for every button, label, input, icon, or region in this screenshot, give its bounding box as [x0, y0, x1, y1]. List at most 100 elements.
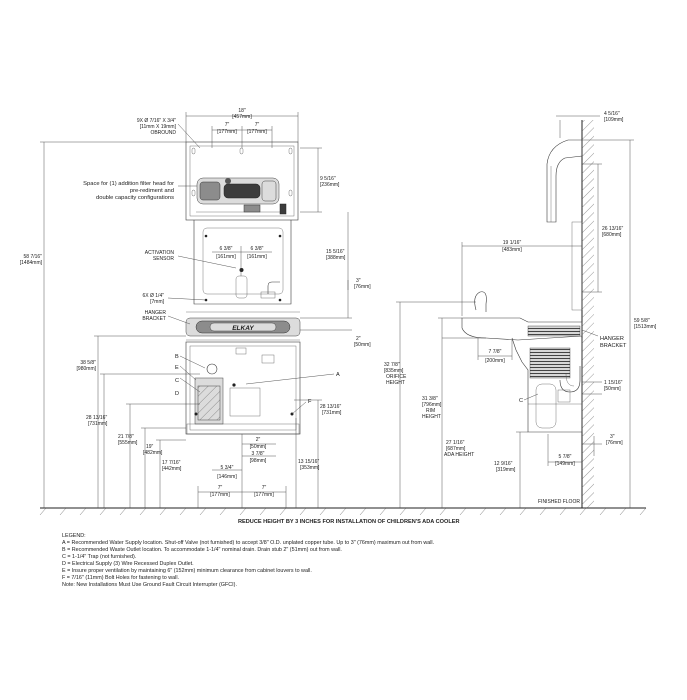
activation-sensor	[235, 268, 280, 299]
dim-depth-mm: [483mm]	[502, 247, 522, 253]
letter-e: E	[175, 365, 179, 371]
dim-h28-right: 28 13/16"	[320, 404, 341, 410]
legend-item-d: D = Electrical Supply (3) Wire Recessed …	[62, 561, 194, 567]
children-ada-note: REDUCE HEIGHT BY 3 INCHES FOR INSTALLATI…	[238, 519, 460, 525]
dim-overall-width-mm: [457mm]	[232, 114, 252, 120]
legend-title: LEGEND:	[62, 533, 86, 539]
rim-label-1: RIM	[426, 408, 435, 414]
orifice-label-2: HEIGHT	[386, 380, 405, 386]
dim-h38-mm: [980mm]	[77, 366, 97, 372]
dim-top-depth-mm: [109mm]	[604, 117, 624, 123]
waste-outlet	[206, 363, 218, 375]
dim-w78-mm: [200mm]	[485, 358, 505, 364]
finished-floor-label: FINISHED FLOOR	[538, 499, 580, 505]
wall	[581, 120, 594, 508]
dim-top-depth: 4 5/16"	[604, 111, 620, 117]
knockout-label-2: [11mm X 19mm]	[140, 124, 177, 130]
letter-a: A	[336, 372, 340, 378]
dim-bottom-left-mm: [177mm]	[210, 492, 230, 498]
dim-total-height: 59 5/8"	[634, 318, 650, 324]
dim-bottom-right: 7"	[262, 485, 267, 491]
dim-w53-mm: [146mm]	[217, 474, 237, 480]
legend-item-f: F = 7/16" (11mm) Bolt Holes for fastenin…	[62, 575, 180, 581]
dim-bottom-right-mm: [177mm]	[254, 492, 274, 498]
knockout-label-3: OBROUND	[150, 130, 176, 136]
orifice-label-1: ORIFICE	[386, 374, 407, 380]
dim-orifice-mm: [835mm]	[384, 368, 404, 374]
side-view-labels: 4 5/16" [109mm] 26 13/16" [680mm] 59 5/8…	[384, 111, 657, 505]
activation-label-1: ACTIVATION	[145, 250, 175, 256]
letter-c: C	[175, 378, 179, 384]
dim-w37: 3 7/8"	[252, 451, 265, 457]
dim-h17: 17 7/16"	[162, 460, 181, 466]
dim-ada: 27 1/16"	[446, 440, 465, 446]
filter-note-2: pre-rediment and	[130, 188, 174, 194]
dim-three-mm: [76mm]	[354, 284, 371, 290]
dim-mid-height: 15 5/16"	[326, 249, 345, 255]
basin-band: ELKAY	[185, 311, 301, 341]
dim-h38: 38 5/8"	[80, 360, 96, 366]
ada-label: ADA HEIGHT	[444, 452, 474, 458]
dim-w2: 2"	[256, 437, 261, 443]
dim-w53: 5 3/4"	[221, 465, 234, 471]
dim-w115: 1 15/16"	[604, 380, 623, 386]
front-view: ELKAY	[40, 112, 352, 508]
cooler-body	[461, 291, 583, 433]
dim-overall-height-mm: [1484mm]	[20, 260, 43, 266]
mounting-frame	[193, 220, 292, 305]
dim-three: 3"	[356, 278, 361, 284]
dim-total-height-mm: [1513mm]	[634, 324, 657, 330]
dim-side-three: 3"	[610, 434, 615, 440]
dim-two: 2"	[356, 336, 361, 342]
dim-h17-mm: [442mm]	[162, 466, 182, 472]
dim-w37-mm: [98mm]	[250, 458, 267, 464]
bottle-filler-tower	[546, 139, 583, 223]
dim-floor-clear-mm: [319mm]	[496, 467, 516, 473]
filter-note-1: Space for (1) addition filter head for	[83, 181, 174, 187]
dim-h28-right-mm: [731mm]	[322, 410, 342, 416]
filter-head	[196, 177, 287, 215]
dim-sensor-right: 6 3/8"	[251, 246, 264, 252]
dim-w78: 7 7/8"	[489, 349, 502, 355]
dim-h21: 21 7/8"	[118, 434, 134, 440]
dim-overall-height: 58 7/16"	[24, 254, 43, 260]
dim-upper-height-mm: [236mm]	[320, 182, 340, 188]
hanger-label-1: HANGER	[145, 310, 167, 316]
dim-floor-clear: 12 9/16"	[494, 461, 513, 467]
dim-overall-width: 18"	[238, 108, 246, 114]
dim-h13-mm: [353mm]	[300, 465, 320, 471]
dim-ada-mm: [687mm]	[446, 446, 466, 452]
activation-label-2: SENSOR	[153, 256, 175, 262]
dim-h13: 13 15/16"	[298, 459, 319, 465]
dim-h28-left-mm: [731mm]	[88, 421, 108, 427]
dim-rim: 31 3/8"	[422, 396, 438, 402]
dim-bottom-left: 7"	[218, 485, 223, 491]
filter-note-3: double capacity configurations	[96, 195, 174, 201]
side-hanger-label-2: BRACKET	[600, 343, 627, 349]
dim-w58-mm: [149mm]	[555, 461, 575, 467]
legend-gfci-note: Note: New Installations Must Use Ground …	[62, 582, 237, 588]
dim-two-mm: [50mm]	[354, 342, 371, 348]
dim-sensor-left-mm: [161mm]	[216, 254, 236, 260]
dim-w115-mm: [50mm]	[604, 386, 621, 392]
dim-sensor-right-mm: [161mm]	[247, 254, 267, 260]
dim-mid-height-mm: [388mm]	[326, 255, 346, 261]
legend-item-e: E = Insure proper ventilation by maintai…	[62, 568, 312, 574]
letter-d: D	[175, 391, 179, 397]
bolt-label-1: 6X Ø 1/4"	[142, 293, 164, 299]
dim-top-left: 7"	[225, 122, 230, 128]
letter-b: B	[175, 354, 179, 360]
dim-top-right: 7"	[255, 122, 260, 128]
dim-sensor-left: 6 3/8"	[220, 246, 233, 252]
dim-top-left-mm: [177mm]	[217, 129, 237, 135]
floor-line	[39, 507, 647, 516]
side-view: C	[396, 115, 634, 508]
dim-side-three-mm: [76mm]	[606, 440, 623, 446]
dim-h19-mm: [482mm]	[143, 450, 163, 456]
legend: LEGEND: A = Recommended Water Supply loc…	[62, 533, 662, 589]
rim-label-2: HEIGHT	[422, 414, 441, 420]
knockout-label-1: 9X Ø 7/16" X 3/4"	[137, 118, 176, 124]
front-view-labels: 18" [457mm] 7" [177mm] 7" [177mm] 9X Ø 7…	[20, 108, 372, 498]
dim-rim-mm: [796mm]	[422, 402, 442, 408]
